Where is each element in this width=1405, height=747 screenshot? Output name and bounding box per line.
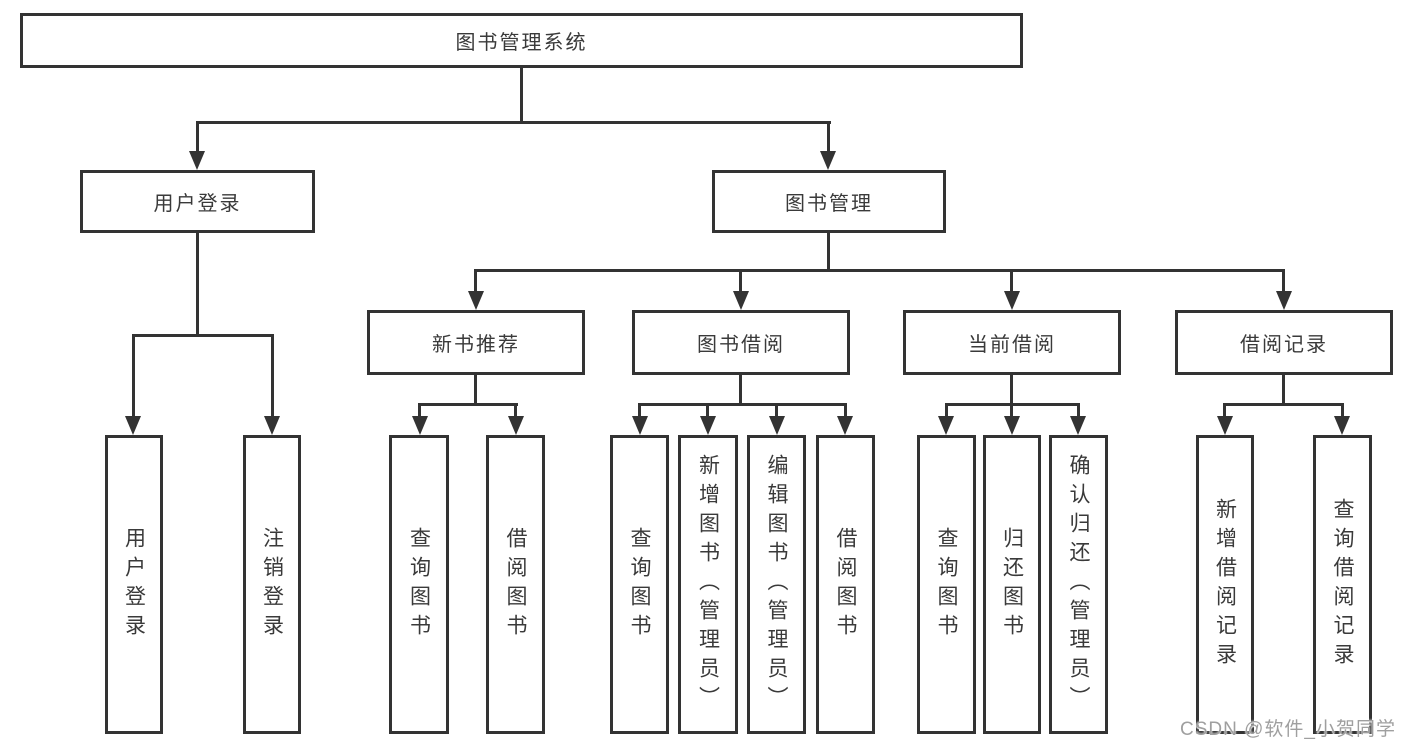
arrowhead-down-icon <box>820 151 836 170</box>
arrowhead-down-icon <box>1070 416 1086 435</box>
connector-stem <box>739 375 742 405</box>
arrowhead-down-icon <box>468 291 484 310</box>
connector-line <box>739 269 742 293</box>
csdn-watermark: CSDN @软件_小贺同学 <box>1180 719 1396 740</box>
connector-line <box>638 403 641 418</box>
connector-line <box>827 121 830 153</box>
node-book-management: 图书管理 <box>712 170 946 233</box>
connector-stem <box>1010 375 1013 405</box>
connector-line <box>706 403 709 418</box>
connector-line <box>196 121 199 153</box>
connector-hline <box>638 403 847 406</box>
node-current-borrow: 当前借阅 <box>903 310 1121 375</box>
node-nb-borrow-book: 借阅图书 <box>486 435 545 734</box>
node-borrow-record: 借阅记录 <box>1175 310 1393 375</box>
connector-hline <box>1223 403 1343 406</box>
connector-book-mgmt-stem <box>827 233 830 272</box>
arrowhead-down-icon <box>632 416 648 435</box>
connector-line <box>1341 403 1344 418</box>
arrowhead-down-icon <box>264 416 280 435</box>
connector-l3-hline <box>474 269 1285 272</box>
node-new-book-recommend: 新书推荐 <box>367 310 585 375</box>
connector-line <box>945 403 948 418</box>
node-bb-query-book: 查询图书 <box>610 435 669 734</box>
connector-line <box>474 269 477 293</box>
connector-l2-hline <box>196 121 831 124</box>
connector-line <box>1010 403 1013 418</box>
node-cb-query-book: 查询图书 <box>917 435 976 734</box>
arrowhead-down-icon <box>700 416 716 435</box>
arrowhead-down-icon <box>412 416 428 435</box>
node-logout: 注销登录 <box>243 435 301 734</box>
node-root: 图书管理系统 <box>20 13 1023 68</box>
node-cb-confirm-return-admin: 确认归还（管理员） <box>1049 435 1108 734</box>
connector-line <box>844 403 847 418</box>
connector-line <box>1010 269 1013 293</box>
connector-line <box>1223 403 1226 418</box>
connector-line <box>775 403 778 418</box>
arrowhead-down-icon <box>1334 416 1350 435</box>
arrowhead-down-icon <box>1276 291 1292 310</box>
connector-hline <box>418 403 518 406</box>
node-nb-query-book: 查询图书 <box>389 435 449 734</box>
connector-stem <box>474 375 477 405</box>
arrowhead-down-icon <box>769 416 785 435</box>
connector-line <box>1282 269 1285 293</box>
connector-line <box>132 334 135 416</box>
node-bb-edit-book-admin: 编辑图书（管理员） <box>747 435 806 734</box>
connector-line <box>271 334 274 416</box>
arrowhead-down-icon <box>1217 416 1233 435</box>
arrowhead-down-icon <box>1004 291 1020 310</box>
connector-user-login-stem <box>196 233 199 336</box>
connector-line <box>1077 403 1080 418</box>
node-br-query-record: 查询借阅记录 <box>1313 435 1372 734</box>
arrowhead-down-icon <box>837 416 853 435</box>
node-bb-add-book-admin: 新增图书（管理员） <box>678 435 738 734</box>
node-cb-return-book: 归还图书 <box>983 435 1041 734</box>
node-book-borrow: 图书借阅 <box>632 310 850 375</box>
connector-stem <box>1282 375 1285 405</box>
connector-line <box>514 403 517 418</box>
arrowhead-down-icon <box>189 151 205 170</box>
connector-root-stem <box>520 67 523 123</box>
arrowhead-down-icon <box>733 291 749 310</box>
arrowhead-down-icon <box>508 416 524 435</box>
arrowhead-down-icon <box>125 416 141 435</box>
arrowhead-down-icon <box>938 416 954 435</box>
connector-line <box>418 403 421 418</box>
node-br-add-record: 新增借阅记录 <box>1196 435 1254 734</box>
arrowhead-down-icon <box>1004 416 1020 435</box>
node-bb-borrow-book: 借阅图书 <box>816 435 875 734</box>
connector-user-login-hline <box>132 334 274 337</box>
node-user-login: 用户登录 <box>80 170 315 233</box>
node-login: 用户登录 <box>105 435 163 734</box>
